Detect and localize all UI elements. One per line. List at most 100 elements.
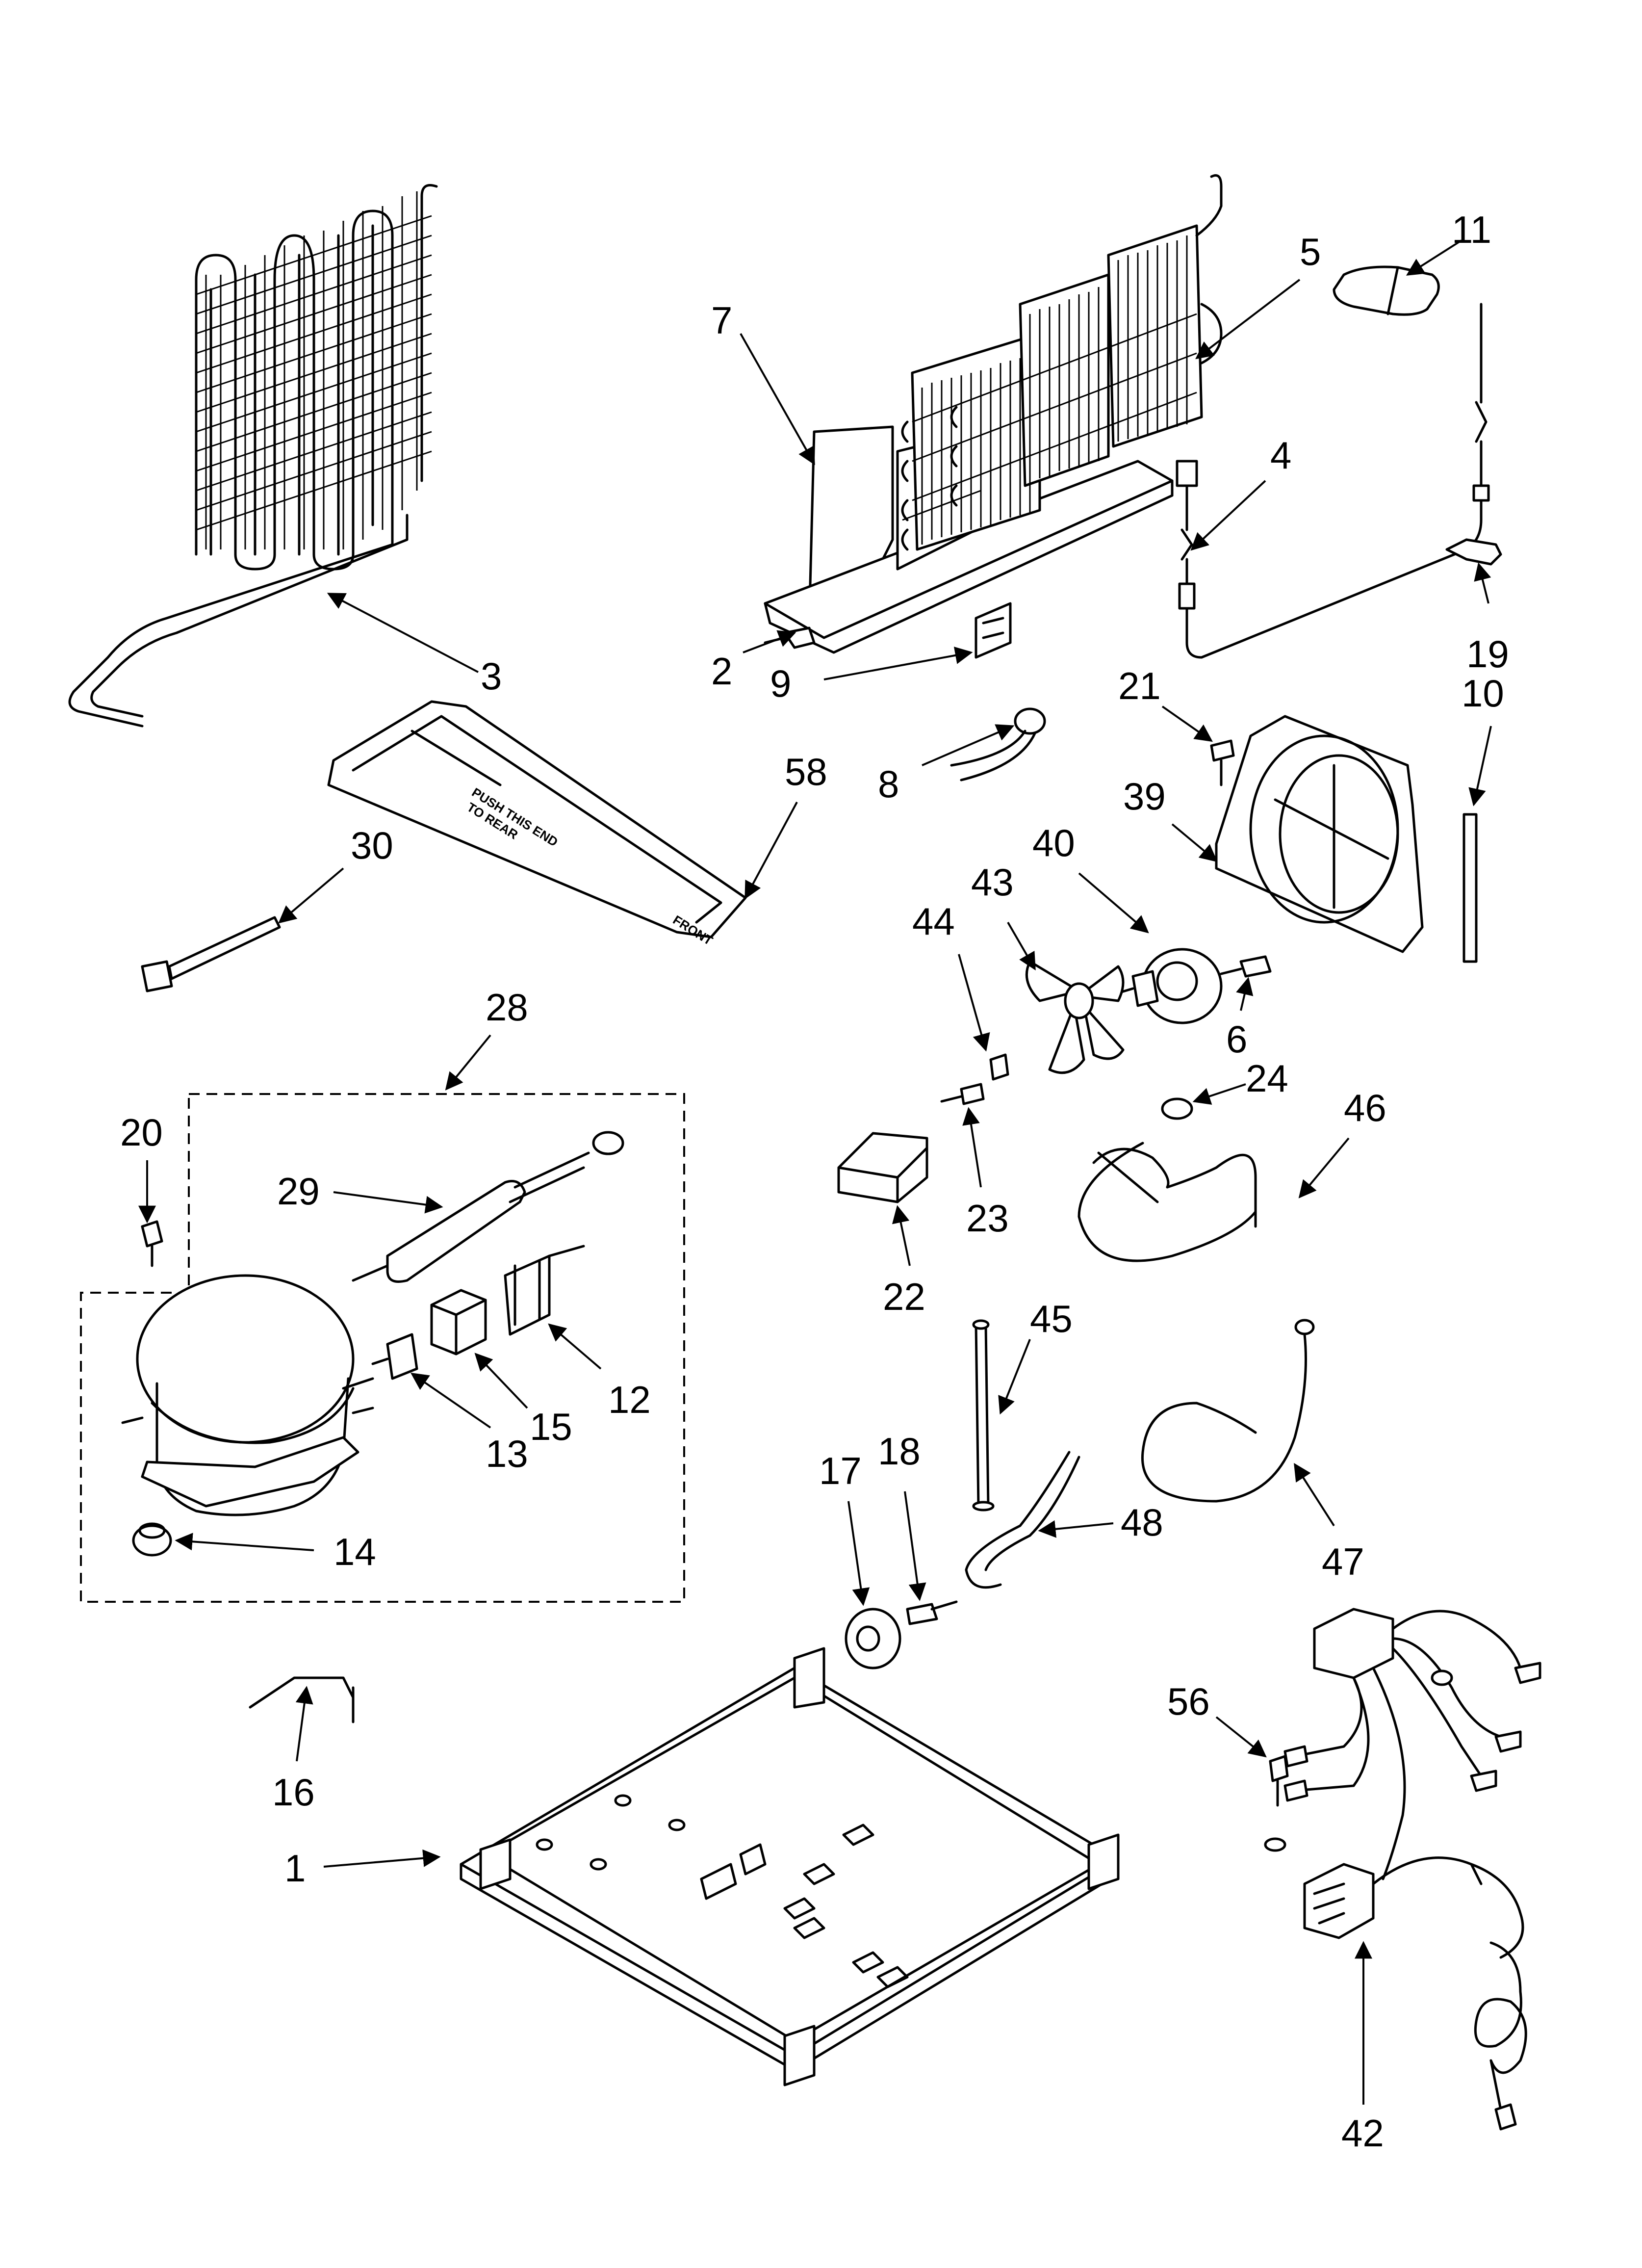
tube-part-47 — [1141, 1319, 1315, 1503]
cable-tie — [141, 916, 281, 992]
hose-part-48 — [965, 1451, 1080, 1589]
leader-29 — [333, 1191, 443, 1214]
pin-part-45 — [972, 1319, 995, 1512]
label-part-44: 44 — [912, 900, 955, 943]
label-part-7: 7 — [711, 299, 732, 342]
drain-tray: PUSH THIS END TO REAR FRONT — [327, 700, 747, 948]
leader-5 — [1195, 279, 1301, 360]
label-part-48: 48 — [1121, 1501, 1163, 1544]
label-part-4: 4 — [1270, 434, 1291, 477]
clip-wire-part-16 — [249, 1676, 355, 1723]
leader-40 — [1078, 872, 1149, 934]
label-part-12: 12 — [608, 1378, 651, 1421]
leader-39 — [1171, 823, 1218, 862]
clip-part-44 — [989, 1053, 1009, 1081]
sensor-part-8 — [950, 707, 1046, 782]
label-part-28: 28 — [486, 986, 528, 1029]
tube-part-46 — [1078, 1142, 1257, 1262]
leader-11 — [1406, 239, 1462, 276]
label-part-21: 21 — [1118, 664, 1161, 707]
leader-12 — [548, 1323, 602, 1370]
label-part-6: 6 — [1226, 1017, 1247, 1061]
leader-1 — [323, 1849, 441, 1868]
leader-7 — [740, 333, 815, 466]
leader-44 — [958, 954, 990, 1052]
leader-21 — [1161, 705, 1213, 742]
label-part-29: 29 — [277, 1170, 320, 1213]
leader-17 — [847, 1501, 870, 1606]
label-part-19: 19 — [1466, 632, 1509, 676]
label-part-47: 47 — [1322, 1540, 1364, 1583]
leader-43 — [1007, 921, 1036, 971]
part-labels: 1 2 3 4 5 6 7 8 9 10 11 12 13 14 15 16 1… — [120, 208, 1509, 2155]
label-part-40: 40 — [1032, 821, 1075, 864]
label-part-17: 17 — [819, 1449, 862, 1492]
label-part-24: 24 — [1246, 1057, 1288, 1100]
label-part-5: 5 — [1300, 230, 1321, 273]
grommet-part-24 — [1161, 1097, 1193, 1120]
filter-drier — [352, 1131, 624, 1283]
label-part-45: 45 — [1030, 1297, 1073, 1340]
label-part-10: 10 — [1462, 672, 1504, 715]
overload-clip — [504, 1245, 585, 1336]
label-part-15: 15 — [530, 1405, 572, 1448]
label-part-58: 58 — [785, 750, 827, 793]
label-part-8: 8 — [878, 762, 899, 806]
relay-box — [837, 1132, 928, 1203]
leader-58 — [744, 802, 798, 900]
leader-16 — [295, 1686, 313, 1762]
leader-24 — [1192, 1083, 1246, 1105]
bracket-part-9 — [975, 602, 1012, 659]
leader-14 — [175, 1533, 314, 1551]
label-part-30: 30 — [351, 824, 393, 867]
label-part-22: 22 — [883, 1275, 925, 1318]
fan-blade — [1025, 960, 1125, 1074]
base-frame — [460, 1647, 1120, 2086]
leader-2 — [743, 630, 796, 653]
label-part-14: 14 — [334, 1530, 376, 1573]
leader-19 — [1474, 562, 1491, 604]
label-part-18: 18 — [878, 1430, 921, 1473]
leader-56 — [1215, 1716, 1267, 1758]
compressor — [121, 1274, 374, 1516]
clip-part — [1445, 538, 1502, 566]
strip-part-10 — [1462, 813, 1478, 963]
leader-28 — [445, 1034, 491, 1091]
label-part-3: 3 — [481, 654, 502, 698]
label-part-39: 39 — [1123, 775, 1166, 818]
leader-3 — [327, 593, 479, 673]
label-part-11: 11 — [1452, 208, 1491, 251]
screw-part-56 — [1264, 1755, 1289, 1852]
leader-9 — [823, 647, 973, 680]
leader-15 — [474, 1353, 528, 1409]
label-part-23: 23 — [966, 1197, 1009, 1240]
screw-part-21 — [1210, 739, 1235, 786]
fan-shroud — [1215, 715, 1424, 953]
label-part-56: 56 — [1167, 1680, 1210, 1723]
leader-4 — [1190, 480, 1266, 551]
leader-18 — [904, 1491, 926, 1601]
terminal-cover — [371, 1333, 418, 1380]
leader-lines — [138, 239, 1492, 2105]
start-device — [430, 1289, 487, 1356]
label-part-13: 13 — [486, 1432, 528, 1475]
screw-part-20 — [141, 1220, 163, 1267]
condenser-coil — [68, 184, 438, 728]
main-wire-harness — [1283, 1608, 1541, 2131]
screw-part-18 — [906, 1600, 958, 1625]
leader-10 — [1468, 726, 1492, 807]
label-part-1: 1 — [284, 1847, 306, 1890]
leader-8 — [922, 724, 1015, 766]
fan-motor — [1107, 948, 1223, 1024]
leader-46 — [1298, 1137, 1350, 1199]
leader-30 — [278, 867, 344, 924]
screw-part-6 — [1220, 955, 1272, 978]
leader-48 — [1038, 1520, 1114, 1538]
screw-part-23 — [940, 1083, 985, 1105]
label-part-42: 42 — [1341, 2112, 1384, 2155]
leader-45 — [998, 1339, 1031, 1415]
label-part-9: 9 — [770, 662, 791, 705]
cap-part — [1333, 265, 1440, 316]
leader-6 — [1236, 977, 1254, 1011]
